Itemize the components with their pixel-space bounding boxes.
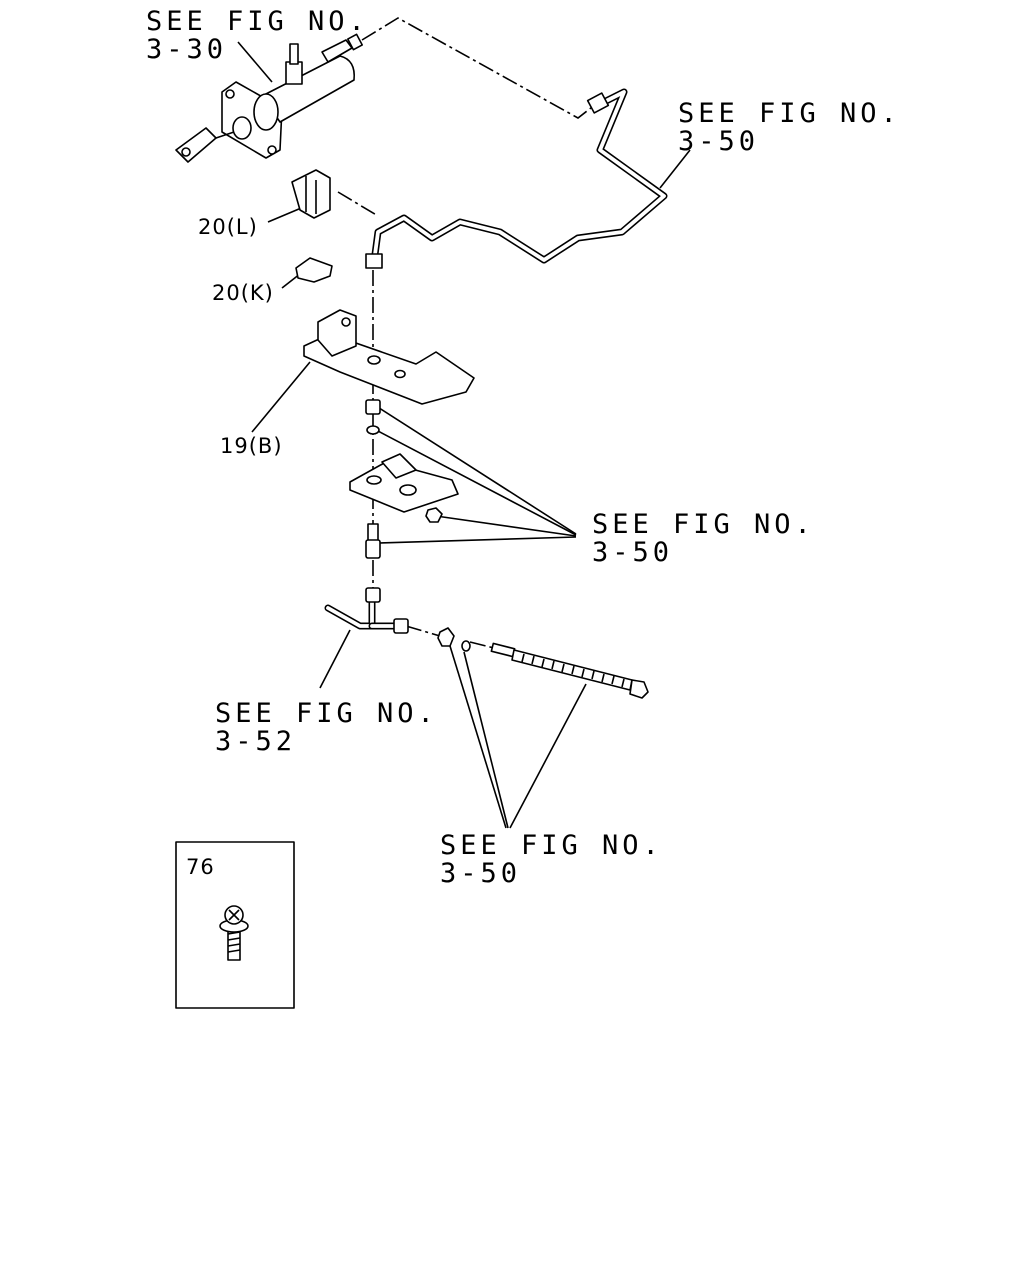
- clip-20l[interactable]: [291, 169, 331, 219]
- leader-3-50-mid-d: [379, 536, 577, 544]
- leader-3-52: [319, 629, 351, 689]
- clutch-pipe-outline: [370, 88, 668, 266]
- callout-fig-3-50-mid-line1: SEE FIG NO.: [592, 509, 815, 540]
- joint-pipe-side-nut: [393, 618, 409, 634]
- union-bolt[interactable]: [365, 523, 381, 559]
- bracket-19b-hole-b: [394, 369, 406, 379]
- leader-19b: [251, 361, 311, 433]
- lower-bracket[interactable]: [349, 453, 459, 513]
- reservoir-nipple: [285, 61, 303, 85]
- spacer-body: [365, 399, 381, 415]
- clutch-master-cylinder[interactable]: [175, 33, 364, 163]
- callout-fig-3-50-top[interactable]: SEE FIG NO. 3-50: [678, 98, 901, 157]
- pipe-flare-nut-top: [586, 92, 610, 114]
- union-bolt-head: [365, 539, 381, 559]
- hose-body: [511, 649, 633, 691]
- callout-fig-3-52-line2: 3-52: [215, 726, 296, 757]
- clutch-pipe[interactable]: [365, 88, 668, 269]
- callout-fig-3-50-bottom-line1: SEE FIG NO.: [440, 830, 663, 861]
- inset-part-76[interactable]: 76: [175, 841, 295, 1009]
- joint-pipe-core: [326, 594, 374, 628]
- lower-bracket-hole-b: [399, 484, 417, 496]
- cylinder-body: [261, 55, 356, 123]
- lower-bracket-ridge: [381, 453, 417, 479]
- bolt-threads: [227, 931, 241, 953]
- callout-fig-3-50-mid[interactable]: SEE FIG NO. 3-50: [592, 509, 815, 568]
- cylinder-end: [253, 93, 279, 131]
- leader-3-50-mid-a: [375, 405, 577, 535]
- leader-3-50-bottom-c: [509, 683, 587, 829]
- callout-fig-3-50-top-line1: SEE FIG NO.: [678, 98, 901, 129]
- callout-fig-3-30[interactable]: SEE FIG NO. 3-30: [146, 6, 369, 65]
- leader-3-50-bottom-b: [463, 651, 509, 829]
- flange-hole-bottom: [267, 145, 277, 155]
- center-line-hose-a: [405, 625, 441, 637]
- clip-20k-body: [295, 257, 333, 283]
- hose-end-fitting-b: [629, 679, 649, 699]
- clutch-pipe-core: [372, 90, 666, 264]
- callout-fig-3-52-line1: SEE FIG NO.: [215, 698, 438, 729]
- spacer-bushing[interactable]: [365, 399, 381, 415]
- callout-fig-3-50-mid-line2: 3-50: [592, 537, 673, 568]
- washer-hose[interactable]: [437, 627, 471, 652]
- leader-3-50-top: [659, 149, 691, 189]
- outlet-fitting: [346, 33, 364, 51]
- leader-3-30: [237, 41, 273, 83]
- cylinder-boot: [232, 116, 252, 140]
- clip-20l-slots: [305, 176, 317, 214]
- washer-upper[interactable]: [366, 425, 380, 435]
- inset-part-number: 76: [186, 855, 215, 879]
- callout-fig-3-30-line2: 3-30: [146, 34, 227, 65]
- center-line-top: [361, 17, 597, 119]
- clip-20l-body: [291, 169, 331, 219]
- hose-washer-ring: [461, 640, 471, 652]
- part-label-20l[interactable]: 20(L): [198, 215, 258, 239]
- flange-bolt-icon: [219, 905, 249, 961]
- center-line-hose-b: [469, 641, 495, 649]
- reservoir-nipple-tip: [289, 43, 299, 65]
- part-label-19b[interactable]: 19(B): [220, 434, 283, 458]
- hose-braid: [521, 653, 625, 688]
- pipe-flare-nut-bottom: [365, 253, 383, 269]
- lower-bracket-hole-a: [366, 475, 382, 485]
- callout-fig-3-50-top-line2: 3-50: [678, 126, 759, 157]
- clevis-pin: [181, 147, 191, 157]
- clevis: [175, 127, 217, 163]
- part-label-20k[interactable]: 20(K): [212, 281, 274, 305]
- hex-nut-lower-bracket[interactable]: [425, 507, 443, 523]
- leader-3-50-mid-c: [435, 515, 577, 537]
- washer-upper-ring: [366, 425, 380, 435]
- clutch-hose[interactable]: [490, 642, 649, 699]
- hex-nut-lower-bracket-shape: [425, 507, 443, 523]
- leader-lines: [237, 41, 691, 829]
- callout-fig-3-50-bottom[interactable]: SEE FIG NO. 3-50: [440, 830, 663, 889]
- clip-20k[interactable]: [295, 257, 333, 283]
- hose-end-fitting-a: [490, 642, 516, 658]
- bracket-19b-tab-hole: [341, 317, 351, 327]
- bracket-19b-hole-a: [367, 355, 381, 365]
- center-line-clip: [337, 191, 379, 217]
- hose-nut-shape: [437, 627, 455, 647]
- joint-pipe-3-52[interactable]: [324, 587, 409, 634]
- leader-3-50-mid-b: [375, 429, 577, 536]
- leader-3-50-bottom-a: [449, 645, 507, 829]
- joint-pipe-top-nut: [365, 587, 381, 603]
- flange-hole-top: [225, 89, 235, 99]
- callout-fig-3-52[interactable]: SEE FIG NO. 3-52: [215, 698, 438, 757]
- bracket-19b[interactable]: [303, 309, 475, 405]
- bolt-head-cross: [228, 909, 240, 921]
- callout-fig-3-30-line1: SEE FIG NO.: [146, 6, 369, 37]
- callout-fig-3-50-bottom-line2: 3-50: [440, 858, 521, 889]
- bracket-19b-plate: [303, 333, 475, 405]
